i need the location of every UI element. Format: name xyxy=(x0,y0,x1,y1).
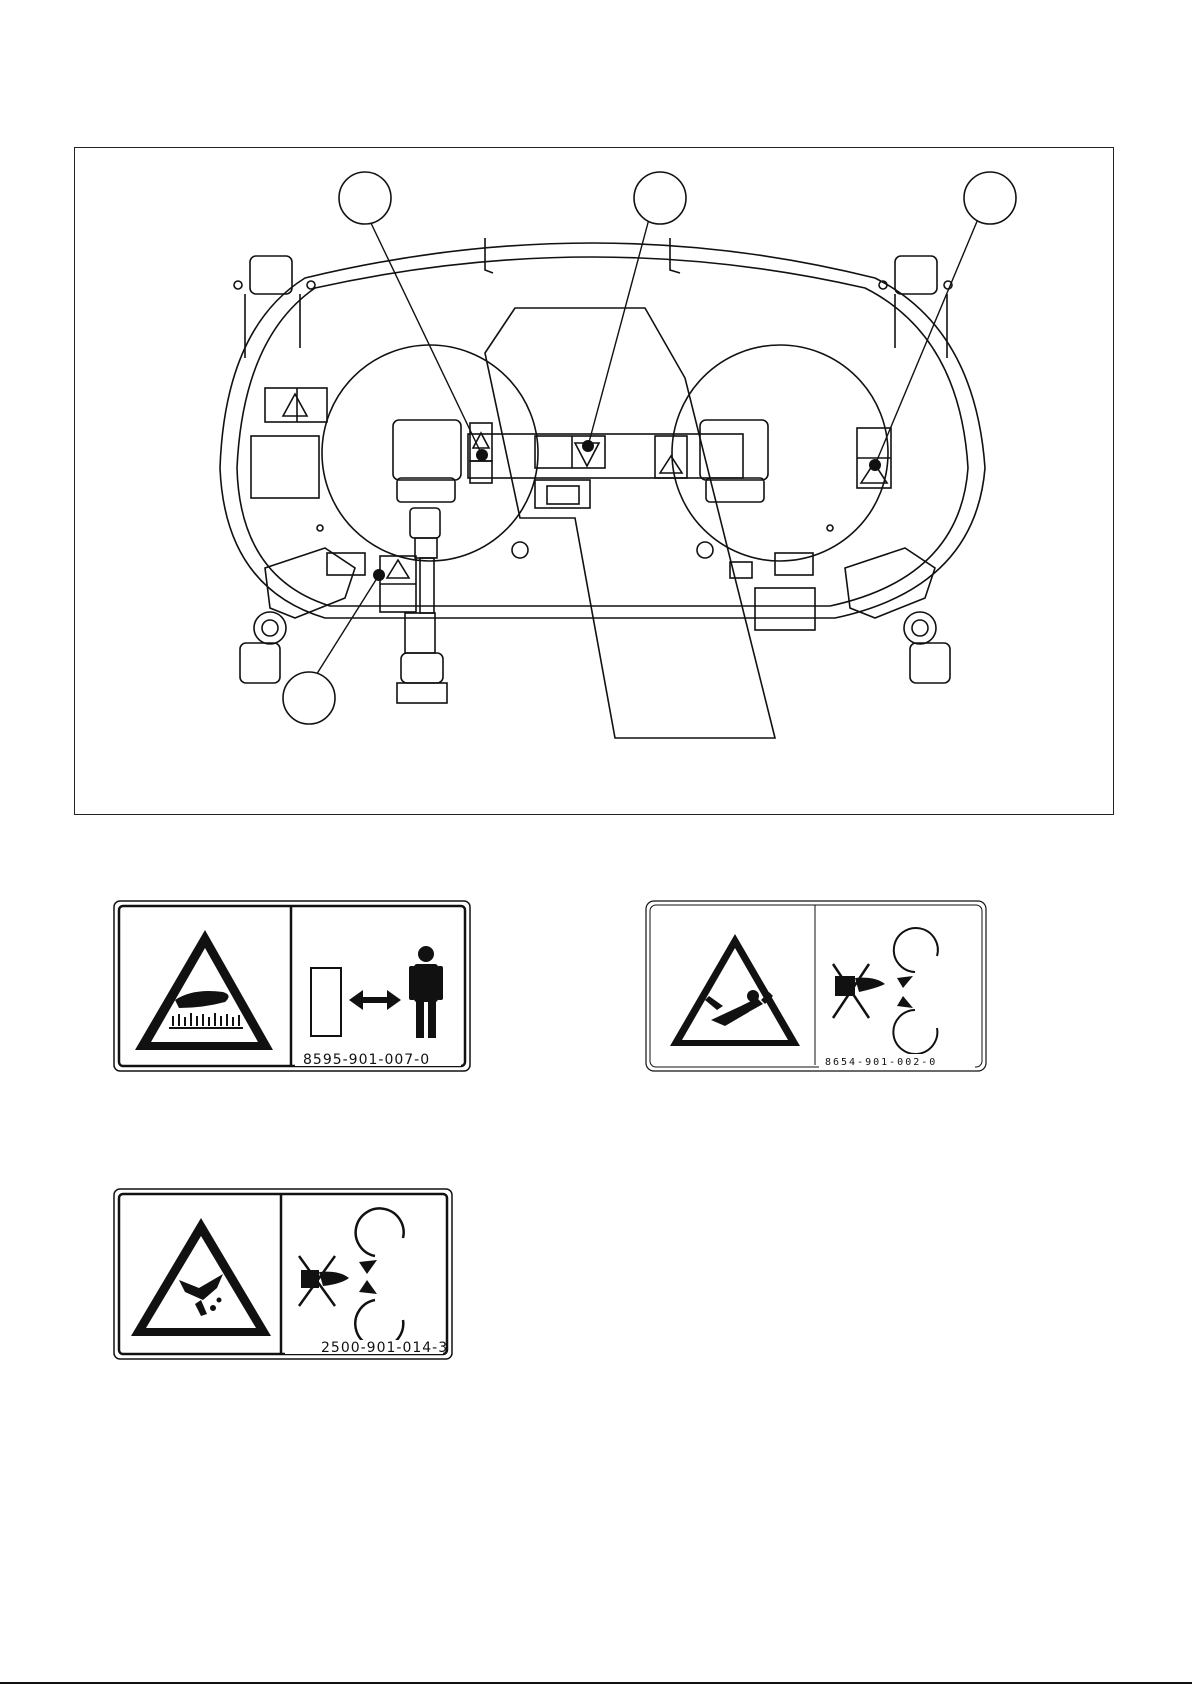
wheel-bottom-left xyxy=(254,612,286,644)
callout-circle-3 xyxy=(964,172,1016,224)
callout-circle-4 xyxy=(283,672,335,724)
leader-dot-4 xyxy=(373,569,385,581)
wheel-bottom-right xyxy=(904,612,936,644)
leader-line-2 xyxy=(588,219,649,446)
roller-top-left xyxy=(250,256,292,294)
decal-hot-surface: 8595-901-007-0 xyxy=(113,900,471,1072)
mower-deck-figure-frame xyxy=(74,147,1114,815)
leader-dot-1 xyxy=(476,449,488,461)
decal-part-number: 8595-901-007-0 xyxy=(303,1052,430,1068)
decal-part-number: 2500-901-014-3 xyxy=(321,1340,448,1356)
deck-decal-left-table xyxy=(251,436,319,498)
decal-part-number: 8654-901-002-0 xyxy=(825,1057,937,1068)
callout-circle-2 xyxy=(634,172,686,224)
mower-deck-illustration xyxy=(75,148,1115,816)
leader-line-4 xyxy=(313,575,379,680)
callout-circle-1 xyxy=(339,172,391,224)
decal-ejection: 8654-901-002-0 xyxy=(645,900,987,1072)
roller-top-right xyxy=(895,256,937,294)
leader-dot-3 xyxy=(869,459,881,471)
deck-decal-left-top xyxy=(265,388,327,422)
machine-box-icon xyxy=(311,968,341,1036)
discharge-chute xyxy=(485,308,775,738)
deck-info-plate xyxy=(755,588,815,630)
leader-dot-2 xyxy=(582,440,594,452)
deck-outer-shell xyxy=(220,243,985,618)
decal-cutting-hand: 2500-901-014-3 xyxy=(113,1188,453,1360)
page-bottom-rule xyxy=(0,1682,1192,1684)
